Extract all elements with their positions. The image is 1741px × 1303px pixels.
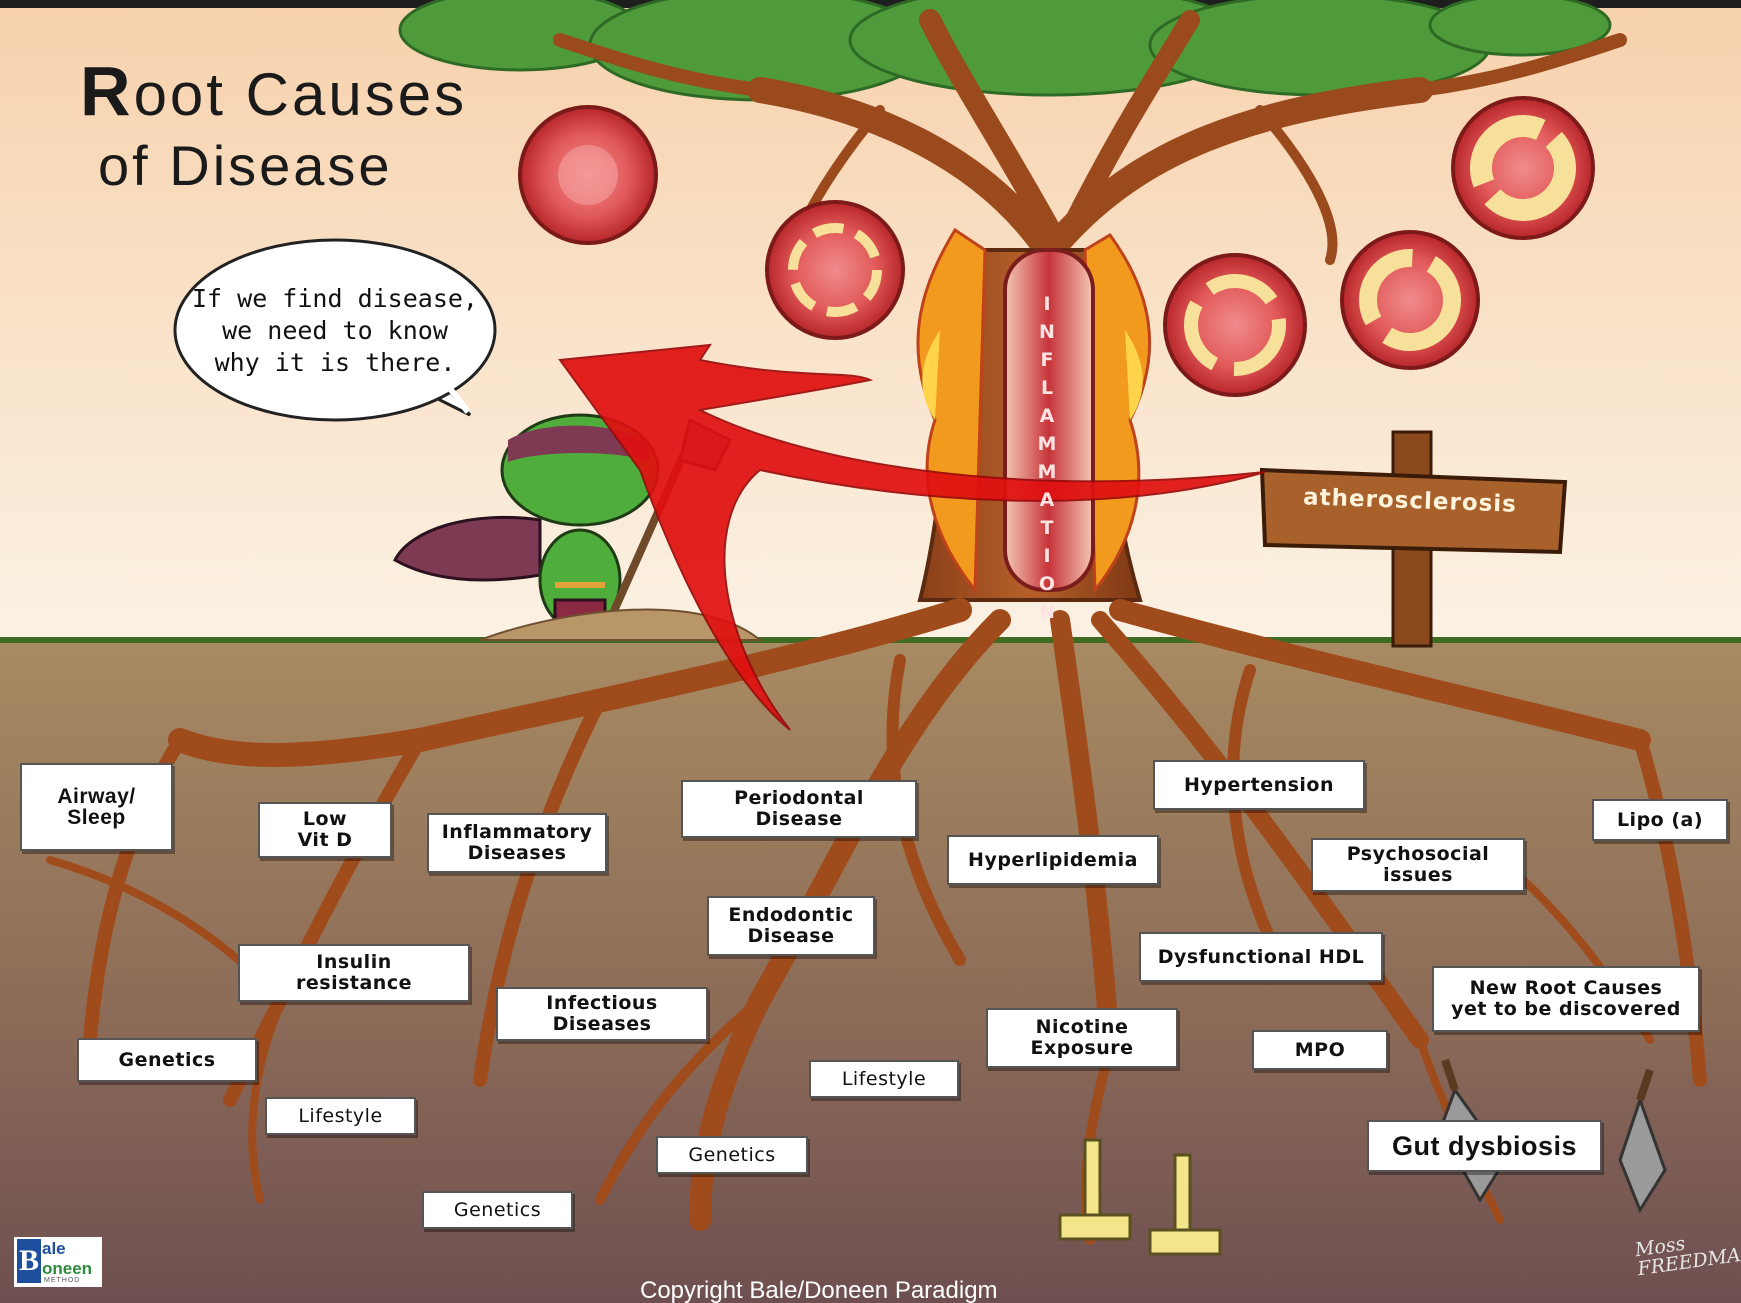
logo-line-3: METHOD [44,1277,80,1284]
label-lifestyle-left: Lifestyle [265,1097,416,1135]
inflammation-letter: F [1041,346,1054,374]
inflammation-letter: N [1039,318,1055,346]
speech-line-2: we need to know [185,315,485,347]
page-title: Root Causes of Disease [80,55,467,201]
label-hypertension: Hypertension [1153,760,1365,810]
copyright-text: Copyright Bale/Doneen Paradigm [640,1277,998,1303]
label-endodontic-disease: Endodontic Disease [707,896,875,956]
label-gut-dysbiosis: Gut dysbiosis [1367,1120,1602,1172]
label-hyperlipidemia: Hyperlipidemia [947,835,1159,885]
speech-line-3: why it is there. [185,347,485,379]
logo-line-1: ale [42,1239,66,1259]
inflammation-letter: I [1043,290,1050,318]
inflammation-letter: N [1039,598,1055,626]
inflammation-letter: A [1040,402,1055,430]
label-new-root-causes: New Root Causes yet to be discovered [1432,966,1700,1032]
inflammation-letter: L [1041,374,1053,402]
title-line-2: of Disease [80,131,467,201]
inflammation-letter: M [1038,458,1057,486]
label-inflammatory-diseases: Inflammatory Diseases [427,813,607,873]
title-line-1: oot Causes [134,61,468,128]
inflammation-letter: T [1041,514,1054,542]
label-lifestyle-center: Lifestyle [809,1060,959,1098]
inflammation-letter: M [1038,430,1057,458]
label-psychosocial-issues: Psychosocial issues [1311,838,1525,892]
speech-line-1: If we find disease, [185,283,485,315]
speech-bubble-text: If we find disease, we need to know why … [185,283,485,379]
label-genetics-center: Genetics [656,1136,808,1174]
label-low-vit-d: Low Vit D [258,802,392,858]
label-infectious-diseases: Infectious Diseases [496,987,708,1041]
label-nicotine-exposure: Nicotine Exposure [986,1008,1178,1068]
inflammation-letter: I [1043,542,1050,570]
label-genetics-left: Genetics [77,1038,257,1082]
label-lipo-a: Lipo (a) [1592,799,1728,841]
label-mpo: MPO [1252,1030,1388,1070]
inflammation-label: I N F L A M M A T I O N [1030,290,1064,626]
label-periodontal-disease: Periodontal Disease [681,780,917,838]
inflammation-letter: A [1040,486,1055,514]
title-cap-letter: R [80,52,134,130]
label-airway-sleep: Airway/ Sleep [20,763,173,851]
label-dysfunctional-hdl: Dysfunctional HDL [1139,932,1383,982]
logo-line-2: oneen [42,1259,92,1279]
bale-doneen-logo: B ale oneen METHOD [14,1237,102,1287]
label-insulin-resistance: Insulin resistance [238,944,470,1002]
inflammation-letter: O [1039,570,1055,598]
label-genetics-bottom: Genetics [422,1191,573,1229]
logo-letter: B [17,1239,41,1283]
